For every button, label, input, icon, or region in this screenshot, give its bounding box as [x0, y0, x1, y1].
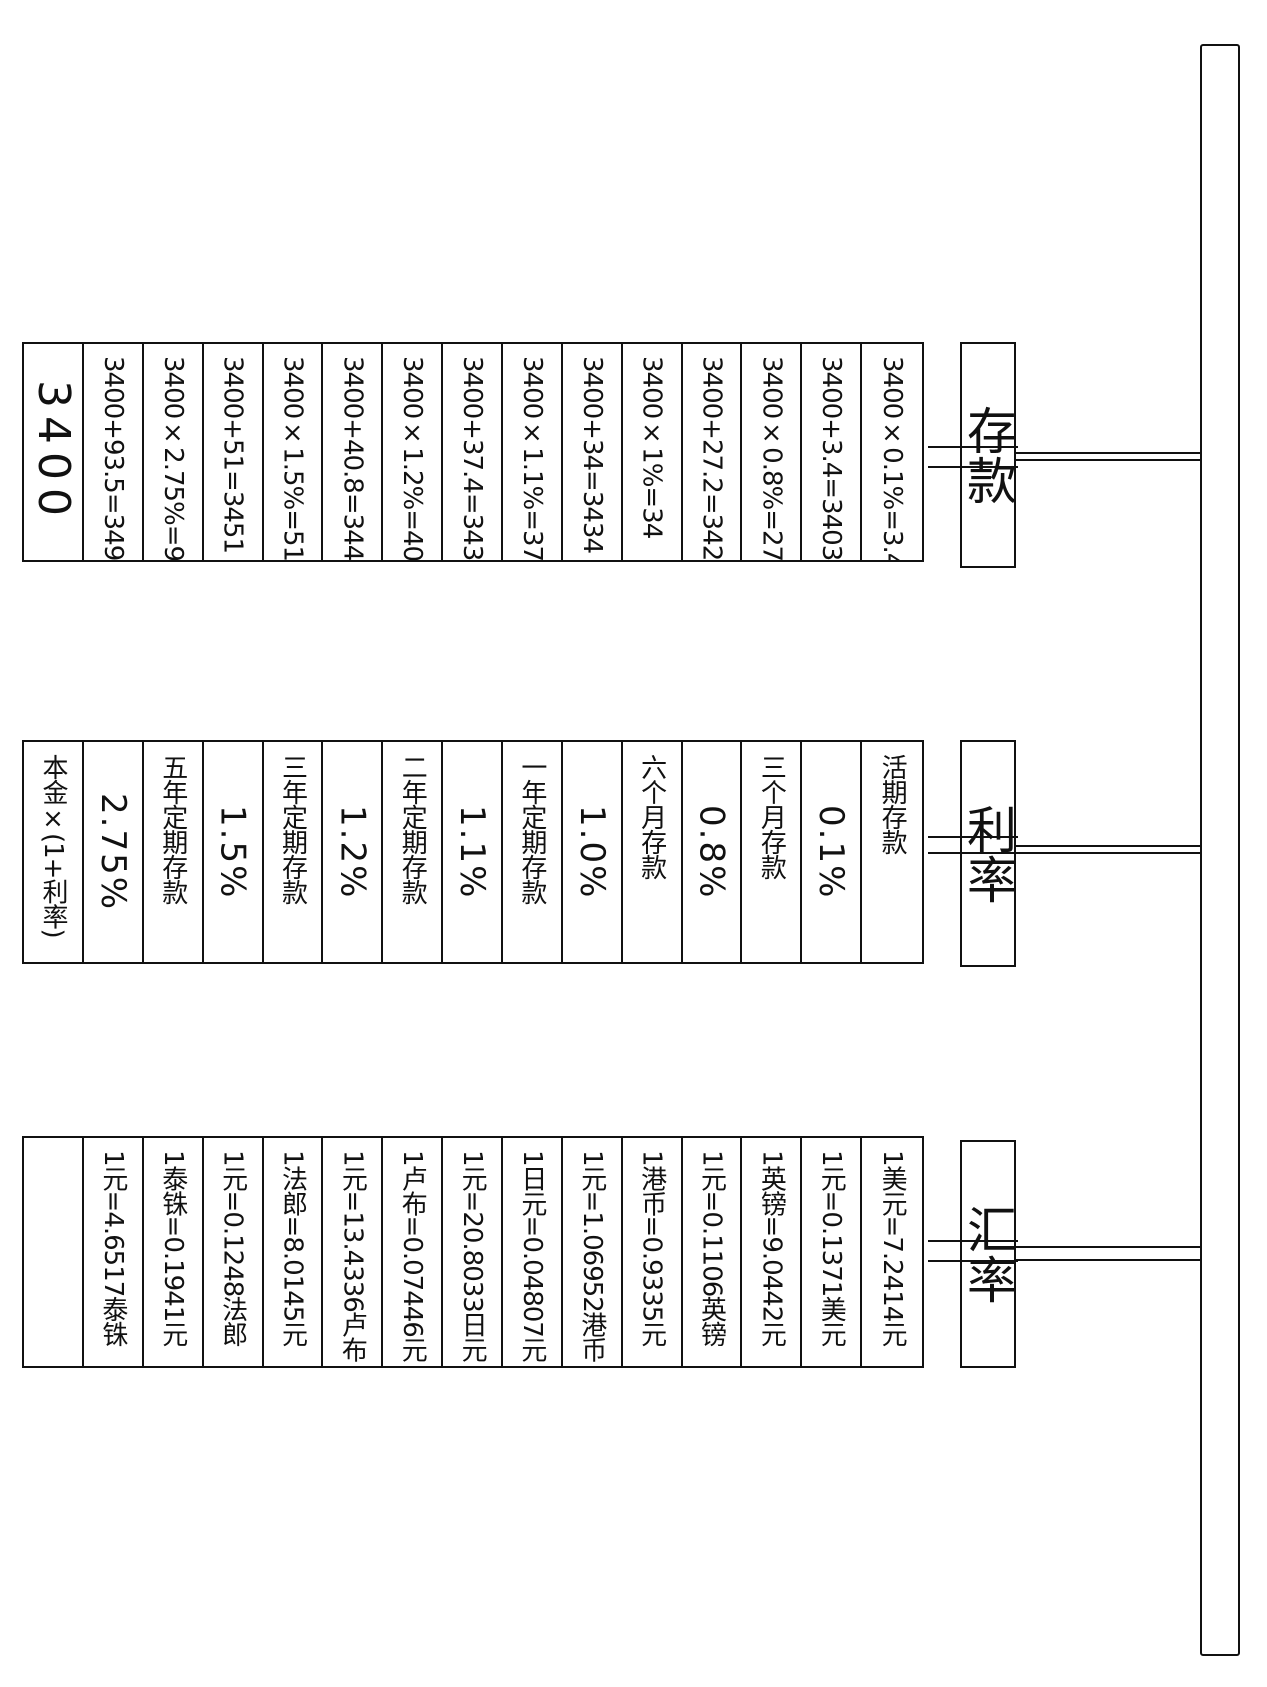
connector-interest [1015, 845, 1201, 854]
interest-row: 二年定期存款 [383, 742, 444, 962]
interest-title: 利率 [959, 740, 1017, 967]
interest-row: 1.5% [204, 742, 264, 962]
deposit-row: 3400×1.1%=37.4 [503, 344, 563, 560]
deposit-row: 3400×1.2%=40.8 [383, 344, 444, 560]
connector-exchange-inner [928, 1240, 1018, 1262]
interest-row: 1.0% [563, 742, 623, 962]
connector-interest-inner [928, 836, 1018, 854]
exchange-row: 1泰铢=0.1941元 [144, 1138, 204, 1366]
interest-row: 0.8% [683, 742, 743, 962]
exchange-row: 1元=0.1371美元 [802, 1138, 863, 1366]
exchange-title: 汇率 [959, 1140, 1017, 1368]
interest-row: 2.75% [84, 742, 144, 962]
deposit-row: 3400+34=3434 [563, 344, 623, 560]
exchange-row: 1港币=0.9335元 [623, 1138, 683, 1366]
connector-deposit-inner [928, 446, 1018, 468]
deposit-row: 3400+37.4=3437.4 [443, 344, 503, 560]
deposit-row: 3400+27.2=3427.2 [683, 344, 743, 560]
interest-row: 六个月存款 [623, 742, 683, 962]
deposit-row: 3400×1%=34 [623, 344, 683, 560]
exchange-row: 1元=20.8033日元 [443, 1138, 503, 1366]
exchange-row [24, 1138, 84, 1366]
deposit-row: 3400+3.4=3403.4 [802, 344, 863, 560]
interest-row: 三年定期存款 [264, 742, 324, 962]
deposit-row: 3400×2.75%=93.5 [144, 344, 204, 560]
interest-row: 1.2% [323, 742, 384, 962]
exchange-row: 1元=4.6517泰铢 [84, 1138, 144, 1366]
interest-row: 三个月存款 [742, 742, 803, 962]
exchange-row: 1元=13.4336卢布 [323, 1138, 384, 1366]
interest-row: 本金×(1+利率) [24, 742, 84, 962]
deposit-title: 存款 [959, 342, 1017, 568]
exchange-row: 1元=1.06952港币 [563, 1138, 623, 1366]
interest-row: 0.1% [802, 742, 863, 962]
deposit-principal: 3400 [24, 344, 84, 560]
deposit-row: 3400×0.1%=3.4 [877, 356, 908, 560]
deposit-row: 3400+51=3451 [204, 344, 264, 560]
connector-deposit [1015, 452, 1201, 461]
deposit-row: 3400×0.8%=27.2 [742, 344, 803, 560]
interest-row: 活期存款 [877, 754, 908, 854]
exchange-row: 1元=0.1248法郎 [204, 1138, 264, 1366]
deposit-row: 3400×1.5%=51 [264, 344, 324, 560]
deposit-row: 3400+40.8=3440.8 [323, 344, 384, 560]
deposit-row: 3400+93.5=3493.5 [84, 344, 144, 560]
spine-bar [1200, 44, 1240, 1656]
interest-row: 五年定期存款 [144, 742, 204, 962]
exchange-row: 1美元=7.2414元 [877, 1150, 908, 1347]
exchange-row: 1日元=0.04807元 [503, 1138, 563, 1366]
exchange-row: 1卢布=0.07446元 [383, 1138, 444, 1366]
interest-row: 1.1% [443, 742, 503, 962]
exchange-row: 1法郎=8.0145元 [264, 1138, 324, 1366]
exchange-row: 1英镑=9.0442元 [742, 1138, 803, 1366]
exchange-row: 1元=0.1106英镑 [683, 1138, 743, 1366]
interest-row: 一年定期存款 [503, 742, 563, 962]
connector-exchange [1015, 1246, 1201, 1261]
